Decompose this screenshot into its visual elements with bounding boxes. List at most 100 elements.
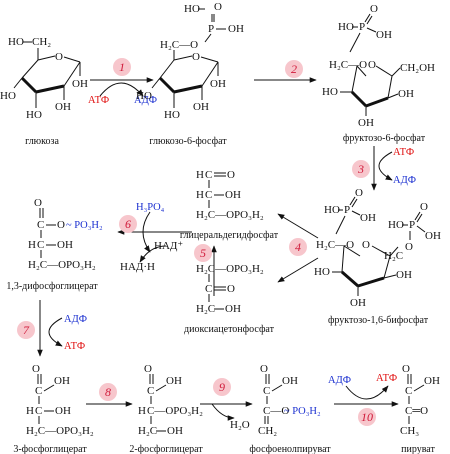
pg2-label: 2-фосфоглицерат [129,444,203,454]
f16bp-p1: P [344,204,350,216]
dhap-h2c: H₂C [196,303,215,315]
pep-label: фосфоенолпируват [249,444,331,454]
step-1-adp: АДФ [134,95,157,106]
step-5-reaction: 5 [194,244,217,296]
pyr-oh: OH [424,375,440,387]
pyr-o-top: O [402,363,410,375]
f6p-ring-o: O [368,59,376,71]
pep-o-top: O [260,363,268,375]
gap-oh: OH [225,189,241,201]
step-10-number: 10 [361,410,373,424]
f6p-oh-c2: OH [398,88,414,100]
pep-structure: O C OH C—O ~ PO₃H₂ CH₂ фосфоенолпируват [249,363,331,454]
g6p-p-o: O [214,1,222,13]
gap-hc-o: H [196,169,204,181]
f6p-structure: HO P O OH H₂C—O O CH₂OH OH HO OH фруктоз… [322,3,435,144]
gap-structure: H C O H C OH H₂C—OPO₃H₂ глицеральдегидфо… [180,169,279,241]
pg2-h2c: H₂C [138,425,157,437]
g6p-p-oh: OH [228,23,244,35]
f16bp-ho-p2: HO [388,219,404,231]
f6p-p-o: O [370,3,378,15]
bpg13-o-top: O [34,197,42,209]
g6p-oh-c1: OH [210,78,226,90]
gap-o1: O [227,169,235,181]
glucose-structure: HO CH₂ O OH HO HO OH глюкоза [0,36,88,147]
g6p-structure: HO O P OH H₂C—O O OH HO HO OH глюкозо-6-… [136,1,244,147]
g6p-h2c-o: H₂C—O [160,39,198,51]
g6p-p: P [208,23,214,35]
pyr-ch3: CH₃ [400,425,419,437]
step-5-number: 5 [200,246,206,260]
g6p-label: глюкозо-6-фосфат [149,136,227,147]
bpg13-po3h2: ~ PO₃H₂ [66,220,103,231]
glucose-ho-c4: HO [0,90,16,102]
step-1-number: 1 [119,60,125,74]
pep-c1: C [263,385,270,397]
f16bp-p1-o: O [355,187,363,199]
pg3-c2: C [35,405,42,417]
step-10-atp: АТФ [376,373,397,384]
f6p-ho-p: HO [338,21,354,33]
pg2-h2: H [138,405,146,417]
step-6-reaction: 6 H₃PO₄ НАД⁺ НАД·Н [117,202,192,273]
g6p-ho-top: HO [184,3,200,15]
pg3-label: 3-фосфоглицерат [13,444,87,454]
f6p-ho-c4: HO [322,86,338,98]
bpg13-c2: C [37,239,44,251]
pg3-h2c-opo3h2: H₂C—OPO₃H₂ [26,425,94,437]
f16bp-h2c-o: H₂C—O [316,239,354,251]
step-2-reaction: 2 [254,60,317,83]
dhap-o: O [227,283,235,295]
g6p-ho-c3: HO [164,109,180,121]
step-3-atp: АТФ [393,147,414,158]
glucose-ch2: CH₂ [32,36,51,48]
f16bp-c-ch2: H₂C [384,250,403,262]
step-6-number: 6 [125,217,131,231]
f6p-h2c-o: H₂C—O [329,59,367,71]
glucose-label: глюкоза [25,136,59,147]
glucose-oh-c1: OH [72,78,88,90]
pep-po3h2: ~ PO₃H₂ [284,406,321,417]
dhap-c: C [205,283,212,295]
step-7-atp: АТФ [64,341,85,352]
bpg13-h2c-opo3h2: H₂C—OPO₃H₂ [28,259,96,271]
step-10-adp: АДФ [328,375,351,386]
step-1-reaction: 1 АТФ АДФ [88,58,157,106]
pg3-c1: C [35,385,42,397]
pg3-h2: H [26,405,34,417]
f16bp-oh-c3: OH [350,297,366,309]
f16bp-ho-p1: HO [324,204,340,216]
f16bp-o-link: O [405,241,413,253]
gap-c1: C [205,169,212,181]
glucose-oh-c2: OH [55,101,71,113]
step-6-nad: НАД⁺ [154,240,183,252]
step-7-reaction: 7 АДФ АТФ [17,300,87,357]
pg2-structure: O C OH H C—OPO₃H₂ H₂C OH 2-фосфоглицерат [129,363,203,454]
pg2-oh2: OH [167,425,183,437]
pg3-structure: O C OH H C OH H₂C—OPO₃H₂ 3-фосфоглицерат [13,363,94,454]
bpg13-oh: OH [57,239,73,251]
dhap-structure: H₂C—OPO₃H₂ C O H₂C OH диоксиацетонфосфат [184,263,275,335]
f16bp-oh-c2: OH [396,269,412,281]
step-4-number: 4 [295,240,301,254]
gap-h2: H [196,189,204,201]
gap-label: глицеральдегидфосфат [180,230,279,241]
g6p-ring-o: O [192,51,200,63]
f16bp-p2-oh: OH [425,230,441,242]
step-4-reaction: 4 [277,213,319,283]
dhap-h2c-opo3h2: H₂C—OPO₃H₂ [196,263,264,275]
step-1-atp: АТФ [88,95,109,106]
f6p-p: P [359,21,365,33]
glucose-ring-o: O [55,51,63,63]
pep-oh: OH [282,375,298,387]
step-2-number: 2 [291,62,297,76]
step-9-number: 9 [219,380,225,394]
pg3-o-top: O [32,363,40,375]
f16bp-p2-o: O [420,201,428,213]
f16bp-p1-oh: OH [360,212,376,224]
f16bp-label: фруктозо-1,6-бифосфат [328,315,429,326]
gap-c2: C [205,189,212,201]
pg3-oh2: OH [55,405,71,417]
